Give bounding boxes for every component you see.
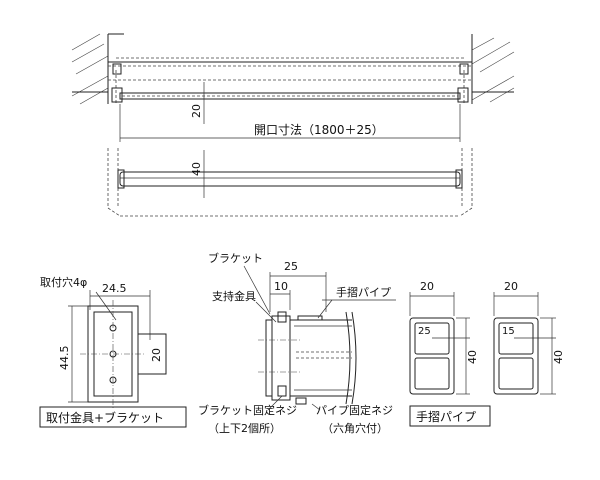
mount-width-dimension: 24.5 — [102, 282, 127, 295]
mount-hole-top — [109, 324, 117, 332]
pipe-b-inner-dimension: 15 — [502, 326, 515, 337]
top-view: 20 開口寸法（1800＋25） — [71, 33, 515, 142]
pipe-b-cell-bottom — [498, 357, 534, 390]
pipe-section-b: 20 15 40 — [493, 280, 565, 395]
mount-hole-bottom — [109, 376, 117, 384]
pipe-a-width-dimension: 20 — [420, 280, 434, 293]
opening-dimension: 開口寸法（1800＋25） — [254, 123, 384, 137]
pipe-a-height-dimension: 40 — [466, 350, 479, 364]
pipe-b-width-dimension: 20 — [504, 280, 518, 293]
handrail-pipe-label: 手摺パイプ — [336, 285, 391, 299]
mount-caption: 取付金具+ブラケット — [46, 410, 164, 425]
pipe-b-outer — [493, 317, 539, 395]
pipe-size-dimension: 40 — [190, 162, 203, 176]
mount-height-dimension: 44.5 — [58, 346, 71, 371]
bracket-detail: ブラケット 支持金具 25 10 手摺パイプ ブラケット固 — [198, 251, 396, 435]
mount-hole-mid — [109, 350, 117, 358]
pipe-a-cell-bottom — [414, 357, 450, 390]
pipe-screw-note: （六角穴付） — [322, 421, 388, 435]
left-wall-hatch — [71, 33, 124, 105]
mount-detail: 取付穴4φ 24.5 20 44.5 取付金具+ブラケット — [39, 275, 187, 428]
front-view: 40 — [107, 148, 473, 217]
bracket-screw-note: （上下2個所） — [208, 422, 281, 435]
mount-inner-dimension: 20 — [150, 348, 163, 362]
bracket-label: ブラケット — [208, 251, 263, 265]
pipe-b-height-dimension: 40 — [552, 350, 565, 364]
bracket-screw-label: ブラケット固定ネジ — [198, 403, 297, 417]
support-label: 支持金具 — [212, 289, 256, 303]
pipe-a-cell-top — [414, 322, 450, 355]
pipe-caption: 手摺パイプ — [416, 409, 476, 424]
pipe-screw-label: パイプ固定ネジ — [316, 403, 393, 417]
bracket-inner-dimension: 10 — [274, 280, 288, 293]
front-pipe — [119, 171, 461, 187]
pipe-a-inner-dimension: 25 — [418, 326, 431, 337]
right-wall-hatch — [471, 34, 515, 104]
gap-dimension: 20 — [190, 104, 203, 118]
pipe-a-outer — [409, 317, 455, 395]
pipe-b-cell-top — [498, 322, 534, 355]
pipe-section-a: 20 25 40 — [409, 280, 479, 395]
bracket-width-dimension: 25 — [284, 260, 298, 273]
mount-hole-label: 取付穴4φ — [40, 275, 87, 289]
top-pipe — [119, 92, 461, 100]
